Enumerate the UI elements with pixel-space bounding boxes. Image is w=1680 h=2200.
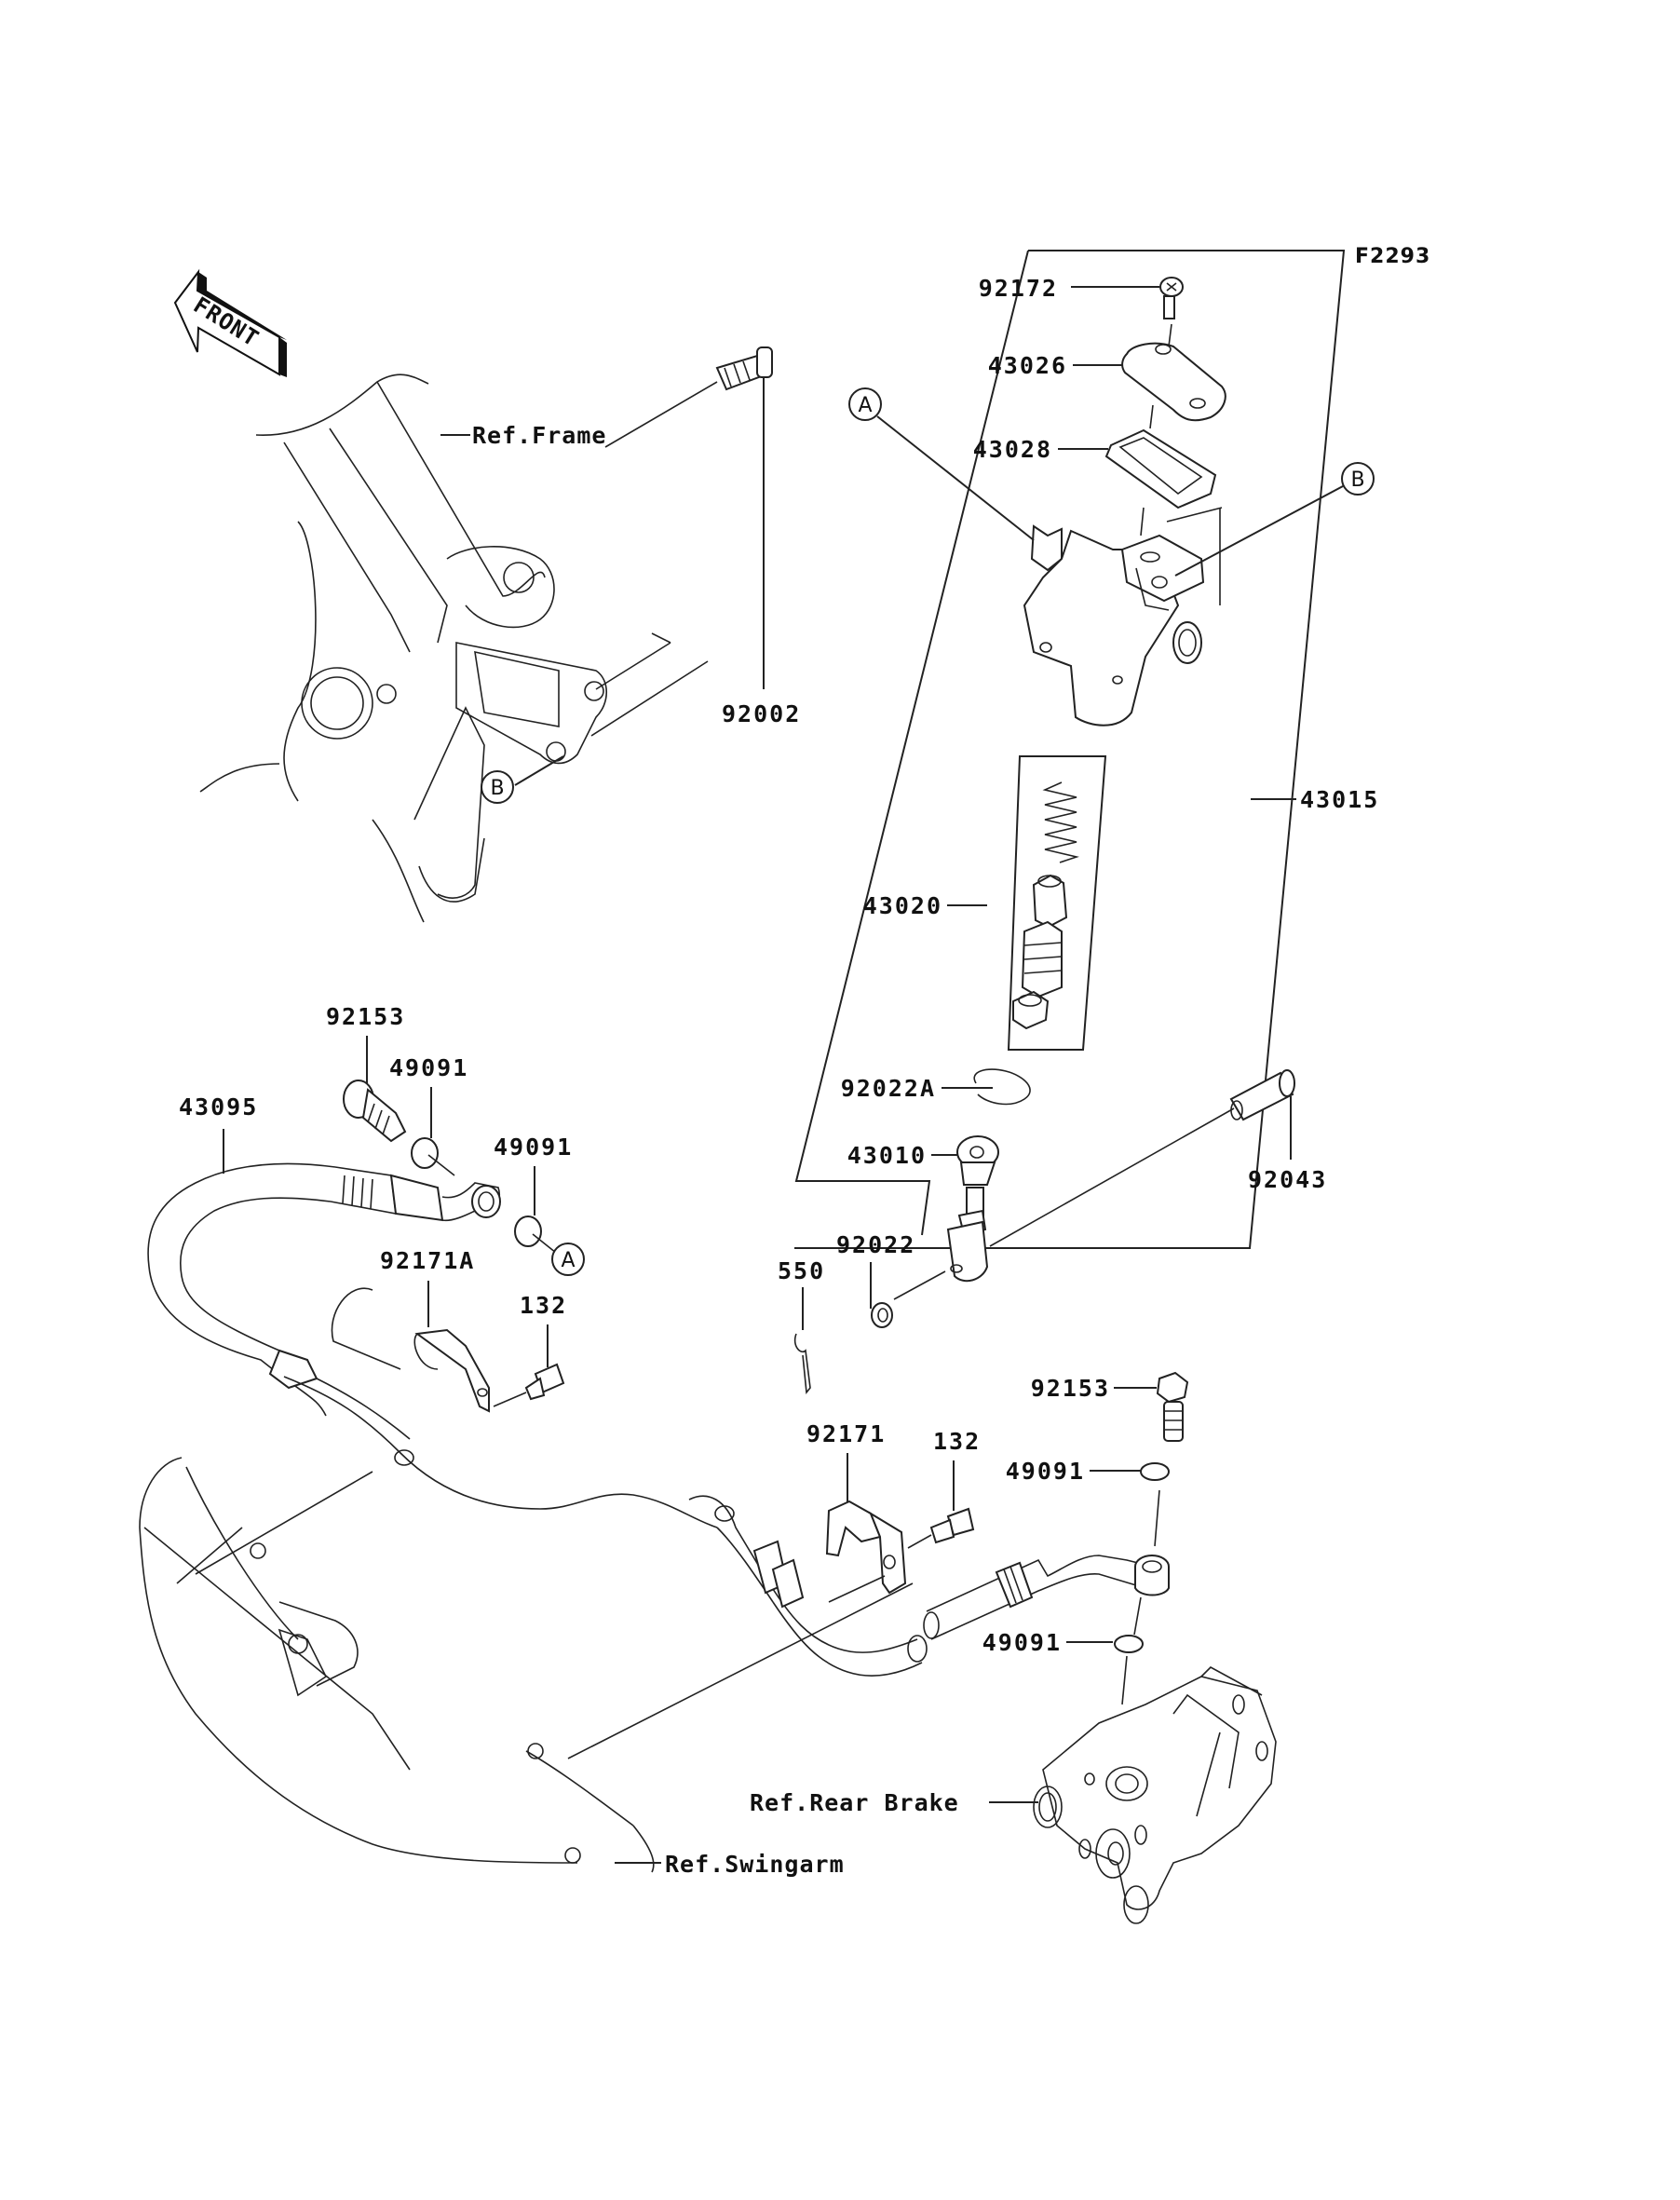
part-label-43026: 43026 xyxy=(988,352,1067,379)
bolt-132-left-icon xyxy=(524,1363,565,1401)
leader-a-lower xyxy=(532,1233,557,1254)
part-label-92022: 92022 xyxy=(836,1231,915,1258)
leader-a-top xyxy=(876,415,1035,541)
part-label-49091-4: 49091 xyxy=(982,1629,1062,1656)
part-label-49091-3: 49091 xyxy=(1006,1458,1085,1485)
leader-49091-3-axis xyxy=(1154,1489,1160,1547)
part-label-43020: 43020 xyxy=(863,892,942,919)
cotter-pin-550-icon xyxy=(793,1333,811,1395)
leader-caliper-axis xyxy=(1121,1655,1128,1705)
leader-92171-axis xyxy=(828,1575,886,1603)
part-label-92153-top: 92153 xyxy=(326,1003,405,1030)
callout-a-top-label: A xyxy=(858,394,872,417)
pin-92043-icon xyxy=(1229,1069,1295,1121)
part-label-132-right: 132 xyxy=(933,1428,981,1455)
swingarm-reference-drawing xyxy=(139,1457,914,1873)
brake-hose-right xyxy=(923,1555,1170,1640)
part-label-132-left: 132 xyxy=(520,1292,567,1319)
banjo-bolt-92153-top-icon xyxy=(343,1080,407,1143)
washer-49091-1-icon xyxy=(411,1137,439,1169)
washer-92022-hole xyxy=(877,1308,888,1323)
clamp-92171A-icon xyxy=(331,1287,490,1413)
leader-49091-4-axis xyxy=(1133,1596,1142,1636)
washer-49091-4-icon xyxy=(1114,1635,1144,1653)
piston-icon xyxy=(1021,920,1063,998)
front-arrow-icon: FRONT xyxy=(173,268,287,377)
washer-49091-3-icon xyxy=(1140,1462,1170,1481)
reservoir-cap-43026-icon xyxy=(1121,342,1226,429)
part-label-92172: 92172 xyxy=(979,275,1058,302)
piston-kit-43020-box xyxy=(1007,755,1107,1051)
leader-b-top xyxy=(1174,485,1344,577)
seal-icon xyxy=(1012,990,1050,1030)
assembly-43015-boundary-right xyxy=(794,250,1346,1249)
part-label-43010: 43010 xyxy=(847,1142,927,1169)
part-label-92002: 92002 xyxy=(722,700,801,727)
part-label-92022A: 92022A xyxy=(841,1075,936,1102)
part-label-43015: 43015 xyxy=(1300,786,1379,813)
ref-swingarm-label: Ref.Swingarm xyxy=(665,1851,845,1878)
leader-92002-axis xyxy=(604,381,718,448)
rear-brake-caliper-drawing xyxy=(1033,1666,1277,1924)
figure-code: F2293 xyxy=(1355,245,1430,268)
washer-92022-icon xyxy=(871,1302,893,1328)
brake-hose-43095 xyxy=(147,1162,718,1528)
part-label-550: 550 xyxy=(778,1257,825,1284)
brake-hose-middle xyxy=(688,1495,928,1677)
push-rod-43010-icon xyxy=(946,1135,999,1283)
part-label-49091-1: 49091 xyxy=(389,1054,468,1081)
callout-b-top-label: B xyxy=(1350,469,1364,492)
banjo-bolt-92153-right-icon xyxy=(1156,1371,1189,1442)
callout-b-frame-label: B xyxy=(490,777,504,800)
bolt-132-right-icon xyxy=(929,1507,975,1544)
part-label-92171A: 92171A xyxy=(380,1247,475,1274)
screw-92172-icon xyxy=(1159,277,1184,347)
part-label-92171: 92171 xyxy=(806,1420,886,1447)
part-label-43028: 43028 xyxy=(973,436,1052,463)
ref-frame-label: Ref.Frame xyxy=(472,422,606,449)
part-label-92043: 92043 xyxy=(1248,1166,1327,1193)
callout-b-frame xyxy=(481,770,514,804)
callout-b-top xyxy=(1341,462,1375,496)
part-label-49091-2: 49091 xyxy=(494,1134,573,1161)
assembly-43015-boundary-left xyxy=(794,250,1029,1236)
frame-reference-drawing xyxy=(199,373,709,923)
part-label-92153-right: 92153 xyxy=(1031,1375,1110,1402)
leader-washer-axis xyxy=(893,1270,946,1300)
leader-132-right-axis xyxy=(907,1534,932,1549)
leader-132-left-axis xyxy=(493,1392,527,1407)
part-label-43095: 43095 xyxy=(179,1093,258,1120)
master-cylinder-body-icon xyxy=(1023,507,1223,727)
diaphragm-43028-icon xyxy=(1104,428,1217,536)
spring-icon xyxy=(1042,781,1079,863)
clamp-92171-icon xyxy=(825,1500,907,1595)
callout-a-top xyxy=(848,387,882,421)
ref-rear-brake-label: Ref.Rear Brake xyxy=(750,1789,959,1816)
callout-a-lower xyxy=(551,1243,585,1276)
leader-b-frame xyxy=(514,755,564,786)
washer-49091-2-icon xyxy=(514,1215,542,1247)
callout-a-lower-label: A xyxy=(561,1249,575,1272)
piston-cup-icon xyxy=(1032,874,1068,929)
circlip-92022A-icon xyxy=(973,1068,1031,1106)
leader-pin-axis xyxy=(989,1107,1235,1247)
leader-49091-1-axis xyxy=(427,1154,455,1176)
